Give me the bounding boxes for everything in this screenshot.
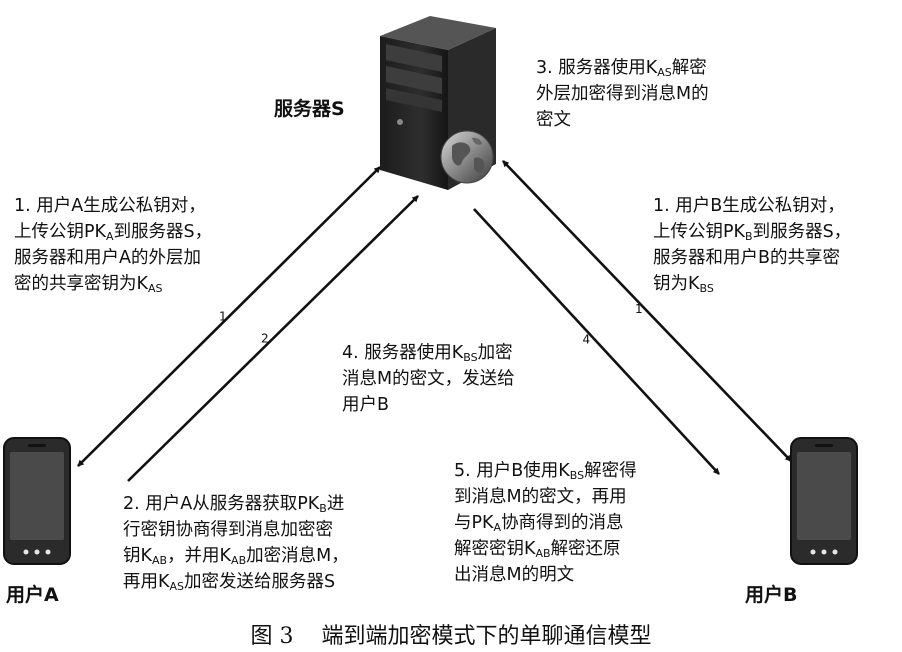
edge-label-server-to-b-step4: 4 (583, 333, 591, 347)
node-label-server: 服务器S (274, 98, 345, 120)
edge-label-b-to-server-step1: 1 (635, 302, 643, 316)
text-line: 消息M的密文，发送给 (342, 369, 515, 389)
node-label-user-b: 用户B (745, 584, 798, 606)
figure-caption: 图 3 端到端加密模式下的单聊通信模型 (250, 624, 652, 649)
text-line: 密的共享密钥为KAS (14, 274, 163, 295)
text-line: 行密钥协商得到消息加密密 (123, 520, 333, 540)
step-1-a-text: 1. 用户A生成公私钥对， 上传公钥PKA到服务器S， 服务器和用户A的外层加密的共… (14, 193, 212, 297)
step-2-text: 2. 用户A从服务器获取PKB进行密钥协商得到消息加密密钥KAB，并用KAB加密… (123, 491, 349, 595)
server-tower-icon (368, 14, 508, 194)
globe-icon (438, 128, 496, 186)
edge-label-a-to-server-step2: 2 (261, 332, 269, 346)
text-line: 与PKA协商得到的消息 (454, 513, 624, 534)
text-line: 1. 用户B生成公私钥对， (653, 196, 845, 216)
step-4-text: 4. 服务器使用KBS加密消息M的密文，发送给用户B (342, 340, 515, 418)
text-line: 密文 (536, 110, 571, 130)
text-line: 4. 服务器使用KBS加密 (342, 343, 513, 364)
edge-server-to-b-step4 (473, 208, 720, 475)
edge-a-to-server-step1 (77, 166, 381, 467)
step-5-text: 5. 用户B使用KBS解密得到消息M的密文，再用与PKA协商得到的消息解密密钥K… (454, 458, 637, 588)
text-line: 上传公钥PKB到服务器S， (653, 222, 852, 243)
edge-b-to-server-step1 (502, 160, 792, 462)
text-line: 出消息M的明文 (454, 565, 575, 585)
text-line: 外层加密得到消息M的 (536, 84, 709, 104)
text-line: 用户B (342, 395, 390, 415)
step-1-b-text: 1. 用户B生成公私钥对， 上传公钥PKB到服务器S， 服务器和用户B的共享密钥为K… (653, 193, 851, 297)
text-line: 到消息M的密文，再用 (454, 487, 627, 507)
text-line: 服务器和用户B的共享密 (653, 248, 841, 268)
step-3-text: 3. 服务器使用KAS解密外层加密得到消息M的密文 (536, 55, 709, 133)
text-line: 1. 用户A生成公私钥对， (14, 196, 206, 216)
edge-label-a-to-server-step1: 1 (219, 310, 227, 324)
text-line: 服务器和用户A的外层加 (14, 248, 201, 268)
text-line: 再用KAS加密发送给服务器S (123, 572, 336, 593)
text-line: 钥为KBS (653, 274, 714, 295)
text-line: 2. 用户A从服务器获取PKB进 (123, 494, 345, 515)
text-line: 钥KAB，并用KAB加密消息M， (123, 546, 349, 567)
node-label-user-a: 用户A (6, 584, 59, 606)
text-line: 3. 服务器使用KAS解密 (536, 58, 707, 79)
smartphone-icon (2, 436, 72, 566)
edge-a-to-server-step2 (127, 195, 419, 482)
text-line: 5. 用户B使用KBS解密得 (454, 461, 637, 482)
smartphone-icon (789, 436, 859, 566)
text-line: 上传公钥PKA到服务器S， (14, 222, 213, 243)
text-line: 解密密钥KAB解密还原 (454, 539, 621, 560)
